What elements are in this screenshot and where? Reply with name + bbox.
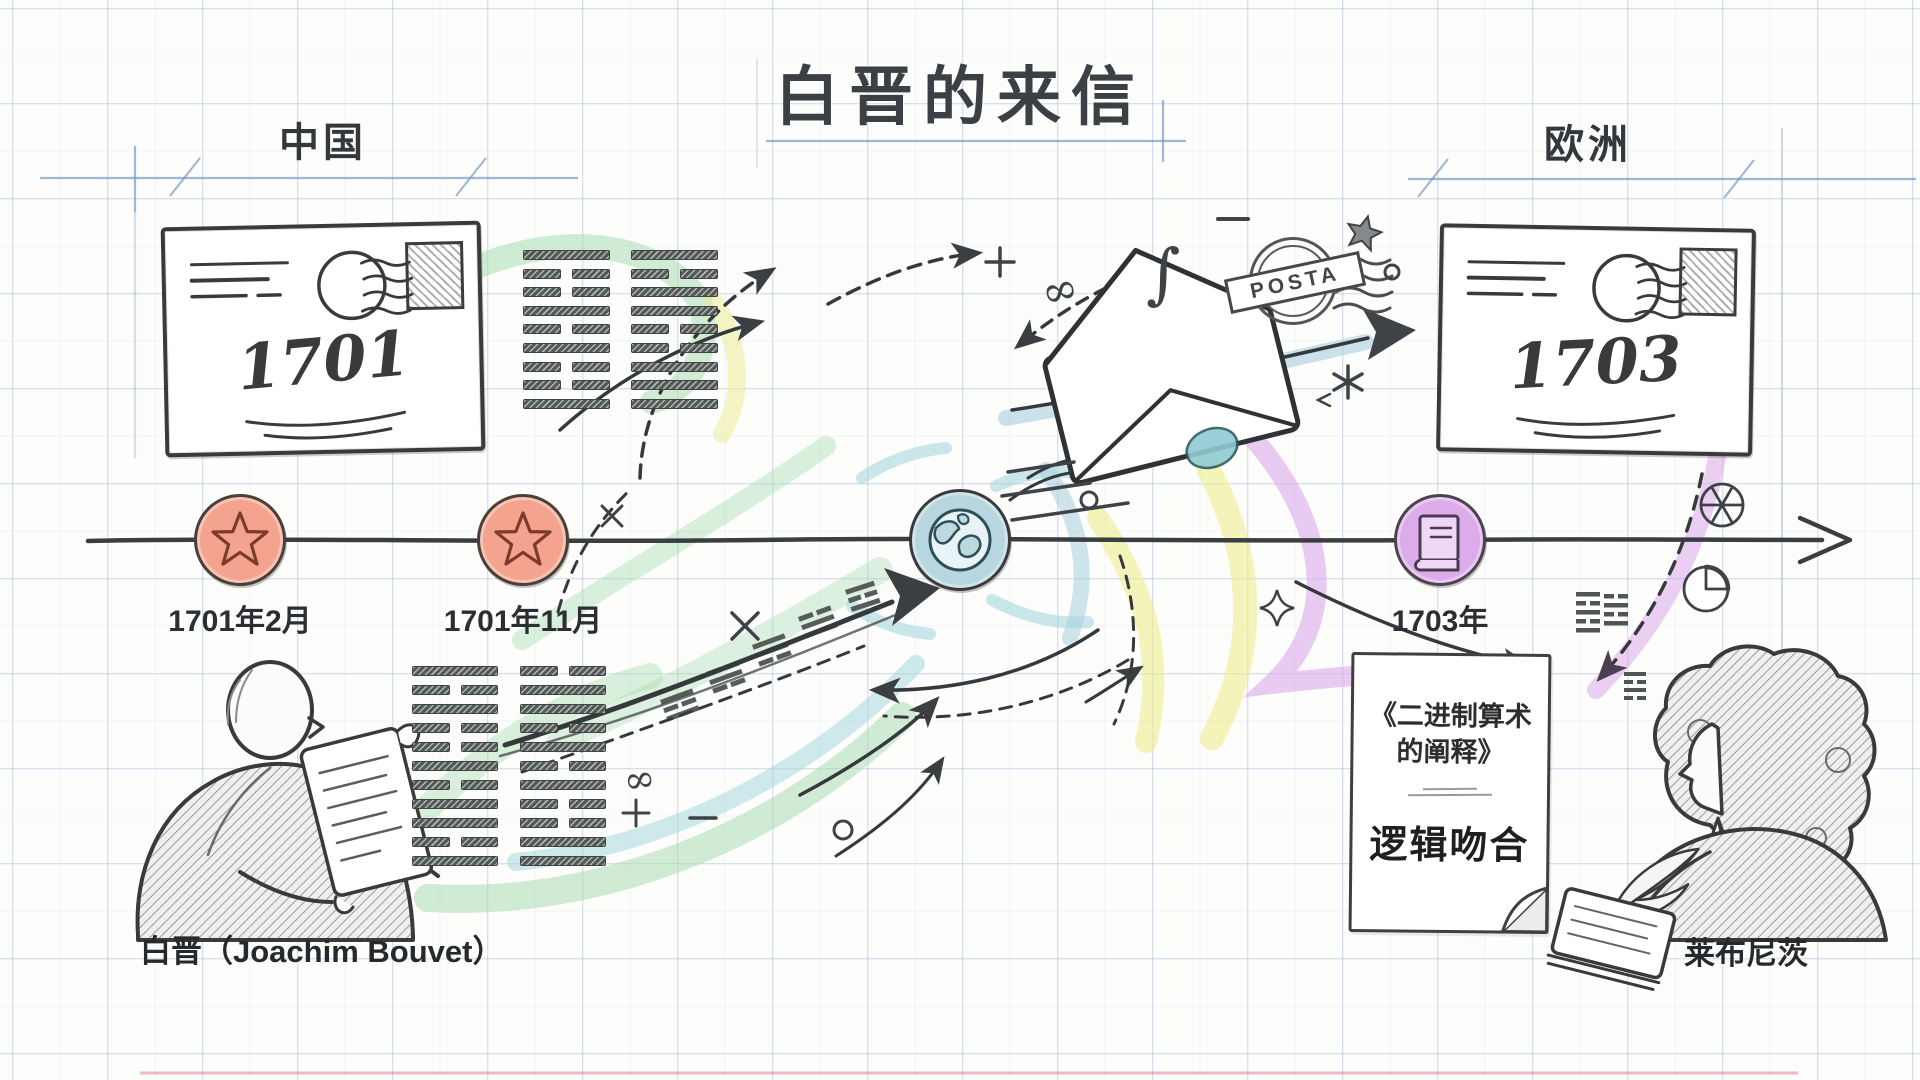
star-icon	[494, 511, 552, 566]
timeline-axis	[85, 515, 1853, 565]
chevron-doodle	[1315, 392, 1332, 408]
leibniz-figure	[1546, 644, 1888, 991]
document-title-line2: 的阐释》	[1396, 736, 1505, 768]
timeline-node-1701-11	[477, 494, 569, 586]
event-label-1703: 1703年	[1391, 605, 1489, 638]
book-icon	[1414, 514, 1460, 572]
envelope-1703: 1703	[1436, 223, 1756, 457]
pie-doodle	[1682, 564, 1731, 613]
envelope-1701: 1701	[160, 220, 486, 458]
circle-doodle-3	[1383, 263, 1401, 281]
doodles: ∞ ∫ ∞	[600, 214, 1745, 841]
person-label-bouvet: 白晋（Joachim Bouvet）	[140, 934, 504, 969]
timeline-node-globe	[909, 489, 1011, 591]
bouvet-figure	[135, 660, 440, 942]
page-title: 白晋的来信	[775, 61, 1145, 133]
asterisk-doodle	[1332, 364, 1364, 400]
event-label-1701-11: 1701年11月	[443, 605, 603, 638]
region-label-europe: 欧洲	[1544, 123, 1632, 167]
postmark-circle	[317, 250, 387, 321]
yellow-swashes	[703, 289, 1258, 753]
x-doodle	[600, 504, 624, 528]
event-label-1701-02: 1701年2月	[168, 605, 312, 638]
underline-stroke	[1533, 429, 1662, 439]
hexagram-bottom-left-column	[412, 666, 498, 875]
integral-doodle: ∫	[1146, 235, 1180, 312]
underline-stroke	[263, 427, 393, 440]
plus-doodle	[984, 246, 1016, 278]
circle-doodle-2	[1079, 490, 1099, 510]
teal-blob	[1185, 426, 1239, 470]
folded-corner	[1498, 884, 1549, 934]
wheel-doodle	[1699, 482, 1745, 528]
hexagram-top-right-column	[631, 250, 718, 417]
star-doodle	[1346, 214, 1384, 253]
person-label-leibniz: 莱布尼茨	[1684, 936, 1808, 971]
underline-stroke	[1516, 413, 1676, 426]
timeline-arrowhead	[1797, 515, 1853, 565]
postmark-circle	[1592, 253, 1661, 323]
hexagram-top-left-column	[523, 250, 610, 417]
timeline-node-1701-02	[194, 494, 286, 586]
posta-stamp: POSTA	[1223, 237, 1367, 325]
document-divider	[1408, 784, 1493, 801]
postage-stamp	[404, 241, 465, 311]
sketch-arrows	[498, 242, 1704, 858]
postage-stamp	[1678, 247, 1738, 317]
document-conclusion: 逻辑吻合	[1369, 824, 1530, 868]
envelope-1701-art	[189, 250, 414, 440]
timeline-node-1703	[1394, 494, 1486, 586]
globe-icon	[928, 508, 992, 572]
sparkle-doodle	[1259, 589, 1295, 627]
star-icon	[211, 511, 269, 566]
result-document: 《二进制算术 的阐释》 逻辑吻合	[1348, 651, 1552, 935]
underline-stroke	[245, 410, 407, 427]
region-label-china: 中国	[279, 121, 367, 165]
x-doodle-2	[730, 611, 760, 641]
document-title: 《二进制算术 的阐释》	[1353, 697, 1548, 771]
envelope-motion-lines	[1000, 460, 1130, 522]
plus-doodle-2	[621, 798, 651, 828]
infinity-doodle-2: ∞	[621, 755, 658, 803]
circle-doodle	[832, 819, 854, 841]
document-title-line1: 《二进制算术	[1369, 700, 1532, 732]
hexagram-bottom-right-column	[520, 666, 606, 875]
infinity-doodle: ∞	[1036, 261, 1084, 319]
construction-lines	[40, 58, 1916, 1075]
